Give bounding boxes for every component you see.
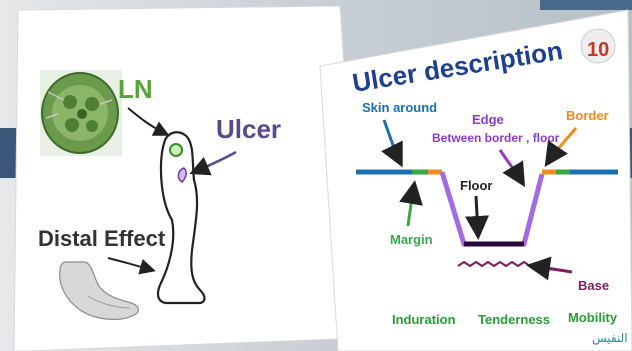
edge-label: Edge (472, 112, 504, 127)
skin-around-label: Skin around (362, 100, 437, 115)
tenderness-label: Tenderness (478, 312, 550, 327)
base-label: Base (578, 278, 609, 293)
left-page (14, 6, 362, 351)
induration-label: Induration (392, 312, 456, 327)
edge-sublabel: Between border , floor (432, 131, 560, 145)
watermark-text: النفيس (592, 331, 628, 346)
floor-arrow-icon (476, 196, 478, 234)
slide-number: 10 (587, 39, 609, 61)
ln-site-circle (170, 144, 182, 156)
ulcer-label: Ulcer (216, 114, 281, 144)
floor-label: Floor (460, 178, 493, 193)
distal-effect-label: Distal Effect (38, 226, 166, 251)
margin-label: Margin (390, 232, 433, 247)
mobility-label: Mobility (568, 310, 618, 325)
border-label: Border (566, 108, 609, 123)
lymph-node-icon (40, 70, 122, 156)
ln-label: LN (118, 74, 153, 104)
